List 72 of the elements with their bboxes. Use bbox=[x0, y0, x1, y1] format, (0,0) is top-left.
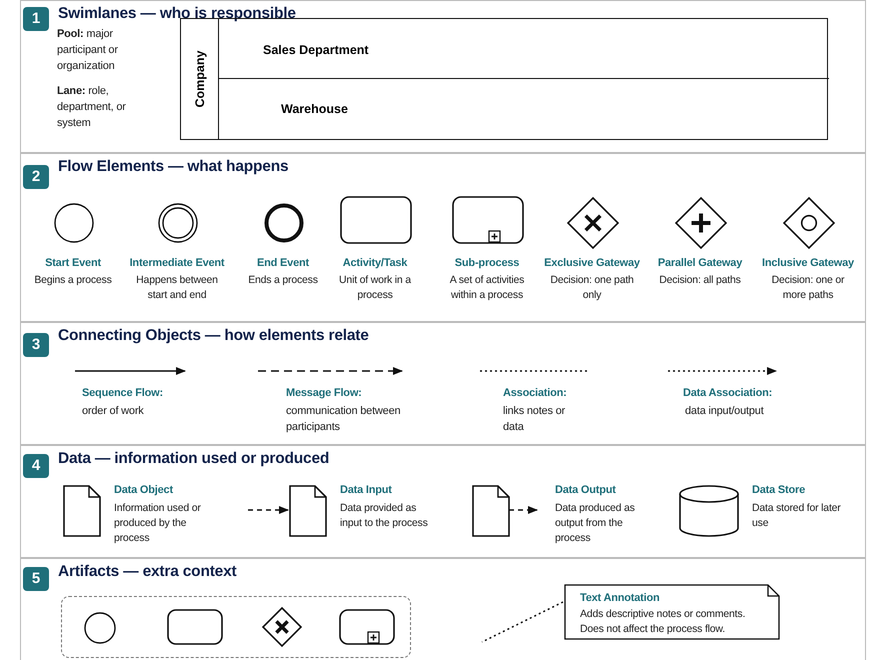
element-description: Decision: all paths bbox=[658, 273, 742, 288]
section-panel bbox=[20, 153, 866, 322]
element-description: Decision: one path only bbox=[549, 273, 635, 303]
element-description: Begins a process bbox=[33, 273, 113, 288]
parallel-gateway-diamond bbox=[675, 197, 727, 249]
gateway-diamond bbox=[262, 607, 302, 647]
data-input-icon bbox=[289, 485, 327, 537]
element-description: Information used or produced by the process bbox=[114, 501, 202, 546]
section-heading: Flow Elements — what happens bbox=[58, 158, 288, 176]
element-title: Data Input bbox=[340, 483, 393, 498]
number-badge: 3 bbox=[23, 333, 49, 357]
annotation-text: Adds descriptive notes or comments. Does not affect the process flow. bbox=[580, 607, 746, 637]
connector-description: data input/output bbox=[685, 404, 765, 419]
pool-label: Company bbox=[193, 50, 207, 108]
start-event-circle bbox=[54, 203, 94, 243]
subprocess-box bbox=[452, 196, 524, 244]
number-badge: 1 bbox=[23, 7, 49, 31]
number-badge: 5 bbox=[23, 567, 49, 591]
connector-arrow bbox=[248, 506, 289, 514]
element-description: A set of activities within a process bbox=[448, 273, 526, 303]
connector-title: Data Association: bbox=[683, 386, 774, 401]
element-title: Exclusive Gateway bbox=[543, 256, 641, 271]
number-badge: 2 bbox=[23, 165, 49, 189]
element-description: Ends a process bbox=[247, 273, 319, 288]
section-panel bbox=[20, 0, 866, 153]
data-object-icon bbox=[63, 485, 101, 537]
number-badge: 4 bbox=[23, 454, 49, 478]
data-store-cylinder bbox=[679, 485, 739, 537]
section-panel bbox=[20, 558, 866, 660]
group-box bbox=[61, 596, 411, 658]
element-title: Data Object bbox=[114, 483, 174, 498]
task-box bbox=[340, 196, 412, 244]
element-description: Happens between start and end bbox=[135, 273, 219, 303]
element-title: Intermediate Event bbox=[128, 256, 226, 271]
text-annotation bbox=[564, 584, 780, 640]
swimlane: Warehouse bbox=[219, 79, 829, 141]
element-title: Data Output bbox=[555, 483, 617, 498]
data-output-icon bbox=[472, 485, 510, 537]
lane-definition: Lane: role, department, or system bbox=[57, 84, 127, 131]
connector-arrow bbox=[509, 506, 538, 514]
end-event-circle bbox=[264, 203, 304, 243]
pool-definition: Pool: major participant or organization bbox=[57, 27, 119, 74]
section-heading: Data — information used or produced bbox=[58, 450, 330, 468]
connector-description: communication between participants bbox=[286, 404, 402, 435]
connector-title: Association: bbox=[503, 386, 568, 401]
connector-title: Sequence Flow: bbox=[82, 386, 164, 401]
element-description: Unit of work in a process bbox=[338, 273, 412, 303]
element-description: Decision: one or more paths bbox=[770, 273, 846, 303]
inclusive-gateway-diamond bbox=[783, 197, 835, 249]
connector-description: order of work bbox=[82, 404, 145, 419]
section-heading: Artifacts — extra context bbox=[58, 563, 236, 581]
subprocess-box bbox=[339, 609, 395, 645]
element-title: Sub-process bbox=[454, 256, 520, 271]
exclusive-gateway-diamond bbox=[567, 197, 619, 249]
connector-description: links notes or data bbox=[503, 404, 566, 435]
element-description: Data produced as output from the process bbox=[555, 501, 636, 546]
annotation-title: Text Annotation bbox=[580, 591, 660, 606]
association-line bbox=[482, 601, 564, 643]
element-title: Activity/Task bbox=[342, 256, 408, 271]
element-description: Data provided as input to the process bbox=[340, 501, 429, 531]
element-title: Inclusive Gateway bbox=[761, 256, 855, 271]
event-circle bbox=[84, 612, 116, 644]
element-title: Parallel Gateway bbox=[656, 256, 744, 271]
intermediate-event-circle bbox=[158, 203, 198, 243]
section-panel bbox=[20, 322, 866, 445]
element-title: Data Store bbox=[752, 483, 806, 498]
connector-title: Message Flow: bbox=[286, 386, 363, 401]
element-title: End Event bbox=[256, 256, 310, 271]
section-panel bbox=[20, 445, 866, 558]
element-description: Data stored for later use bbox=[752, 501, 842, 531]
section-heading: Connecting Objects — how elements relate bbox=[58, 327, 369, 345]
task-box bbox=[167, 609, 223, 645]
